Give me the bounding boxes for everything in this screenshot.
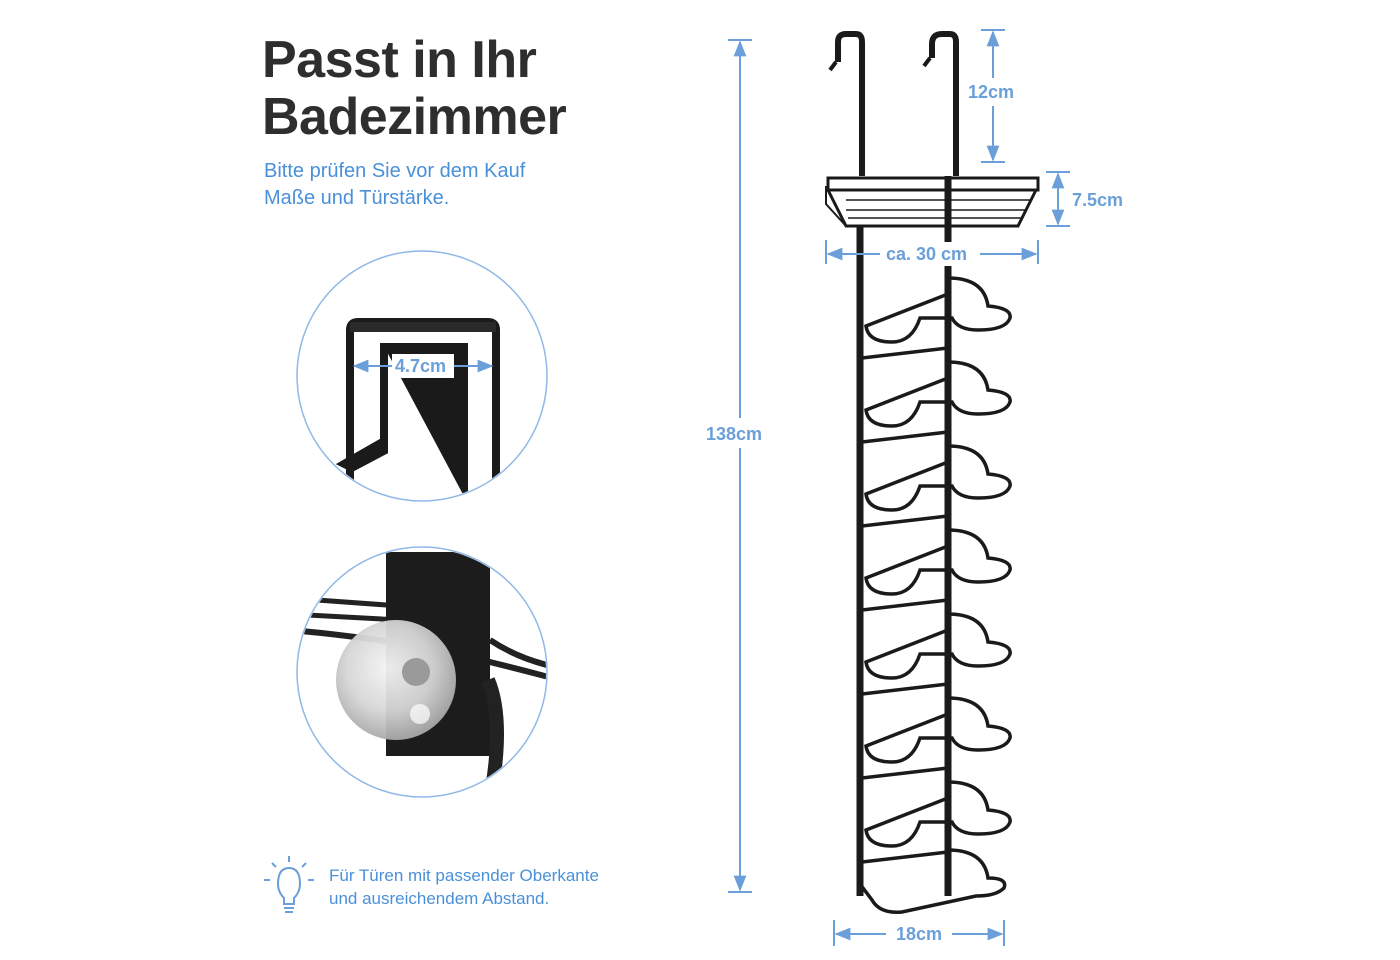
suction-cup-detail-circle <box>296 546 548 798</box>
hook-height-label: 12cm <box>968 82 1015 102</box>
door-fit-note: Für Türen mit passender Oberkante und au… <box>329 864 599 910</box>
subheadline-line-1: Bitte prüfen Sie vor dem Kauf <box>264 160 526 182</box>
rack-loop <box>864 780 1012 848</box>
rack-crossbar <box>861 766 949 780</box>
total-height-label: 138cm <box>706 424 763 444</box>
rack-crossbar <box>861 850 949 864</box>
rack-loop <box>864 612 1012 680</box>
headline-line-1: Passt in Ihr <box>262 31 537 89</box>
rack-width-label: 18cm <box>896 924 943 944</box>
rack-loop <box>864 360 1012 428</box>
rack-loop <box>864 696 1012 764</box>
rack-crossbar <box>861 430 949 444</box>
hook-width-label: 4.7cm <box>395 356 447 376</box>
towel-rack <box>825 31 1040 896</box>
rack-loop <box>864 528 1012 596</box>
basket-width-label: ca. 30 cm <box>886 244 968 264</box>
lightbulb-icon <box>264 856 314 913</box>
rack-crossbar <box>861 682 949 696</box>
hook-detail-circle <box>296 250 548 502</box>
rack-crossbar <box>861 346 949 360</box>
subheadline: Bitte prüfen Sie vor dem Kauf Maße und T… <box>264 158 525 212</box>
rack-crossbar <box>861 598 949 612</box>
rack-loop <box>864 276 1012 344</box>
rack-loop <box>858 848 1007 914</box>
headline-line-2: Badezimmer <box>262 88 567 146</box>
door-fit-note-line-1: Für Türen mit passender Oberkante <box>329 866 599 885</box>
rack-crossbar <box>861 514 949 528</box>
rack-loop <box>864 444 1012 512</box>
headline: Passt in Ihr Badezimmer <box>262 31 567 146</box>
door-fit-note-line-2: und ausreichendem Abstand. <box>329 889 550 908</box>
subheadline-line-2: Maße und Türstärke. <box>264 187 450 209</box>
basket-height-label: 7.5cm <box>1072 190 1124 210</box>
